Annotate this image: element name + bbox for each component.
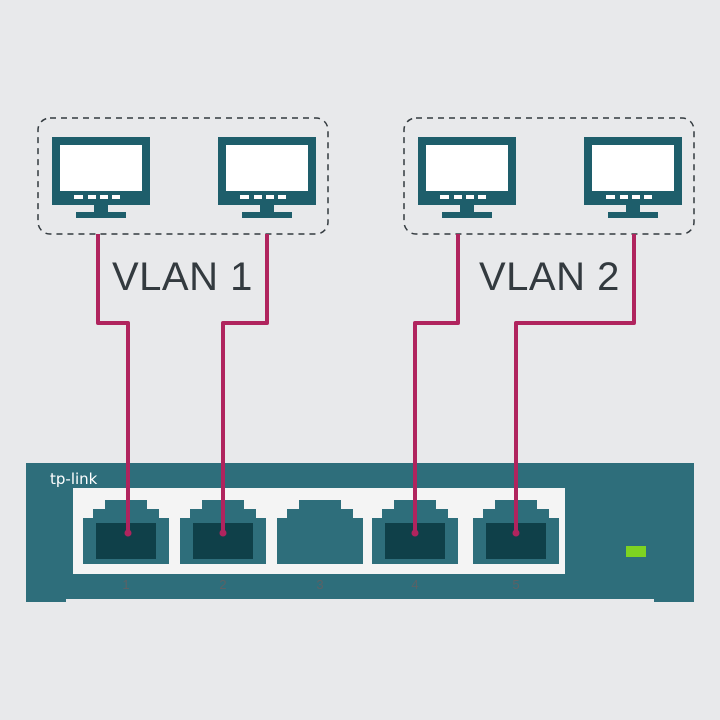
ethernet-cable [514, 234, 636, 533]
cable-connector-dot [219, 529, 227, 537]
cable-connector-dot [512, 529, 520, 537]
port-3-number: 3 [316, 577, 324, 592]
ethernet-cable [221, 234, 269, 533]
switch-foot-right [654, 596, 694, 602]
vlan2-label: VLAN 2 [479, 255, 620, 299]
port-4-number: 4 [411, 577, 419, 592]
vlan2-group-box [403, 117, 695, 235]
cable-connector-dot [124, 529, 132, 537]
network-switch [26, 463, 694, 602]
ethernet-cable [413, 234, 460, 533]
vlan1-group-box [37, 117, 329, 235]
status-led-icon [626, 546, 646, 557]
monitor-icon [584, 137, 682, 218]
port-2-number: 2 [219, 577, 227, 592]
monitor-icon [52, 137, 150, 218]
vlan1-label: VLAN 1 [112, 255, 253, 299]
switch-brand-logo: tp-link [50, 470, 98, 488]
ethernet-port-icon [277, 500, 363, 564]
monitor-icon [218, 137, 316, 218]
port-1-number: 1 [122, 577, 130, 592]
ethernet-cable [96, 234, 130, 533]
switch-foot-left [26, 596, 66, 602]
cable-connector-dot [411, 529, 419, 537]
port-5-number: 5 [512, 577, 520, 592]
monitor-icon [418, 137, 516, 218]
